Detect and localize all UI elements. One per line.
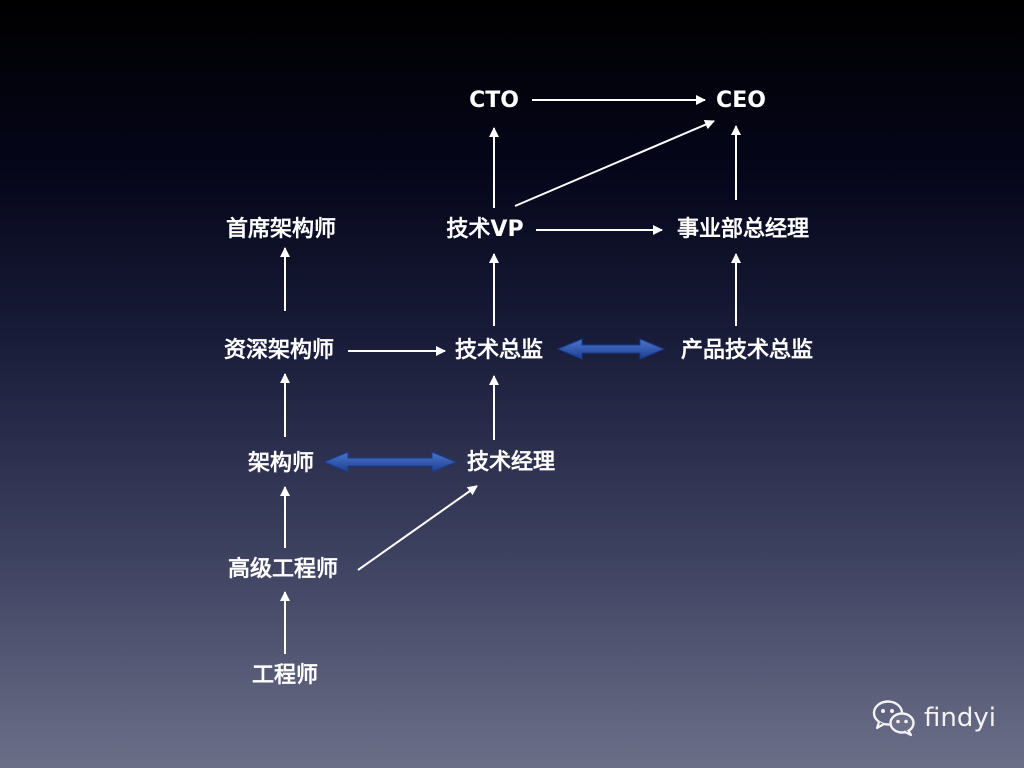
node-senior-engineer: 高级工程师 (228, 556, 338, 582)
arrow-techvp-to-ceo (514, 119, 715, 207)
node-tech-vp: 技术VP (446, 217, 523, 242)
node-architect: 架构师 (248, 450, 314, 476)
node-engineer: 工程师 (252, 662, 318, 688)
node-ceo: CEO (716, 88, 766, 113)
node-bu-gm: 事业部总经理 (677, 216, 809, 242)
watermark: findyi (872, 698, 996, 738)
wechat-icon (872, 700, 915, 737)
node-tech-director: 技术总监 (455, 337, 543, 363)
watermark-text: findyi (924, 703, 996, 733)
node-chief-architect: 首席架构师 (226, 216, 336, 242)
arrow-seniorengineer-to-techmanager (357, 485, 478, 571)
double-arrow-techdirector-productdirector (556, 338, 666, 360)
node-senior-architect: 资深架构师 (224, 337, 334, 363)
node-product-tech-director: 产品技术总监 (681, 337, 813, 363)
node-cto: CTO (469, 88, 519, 113)
double-arrow-architect-techmanager (322, 451, 458, 473)
node-tech-manager: 技术经理 (467, 449, 555, 475)
